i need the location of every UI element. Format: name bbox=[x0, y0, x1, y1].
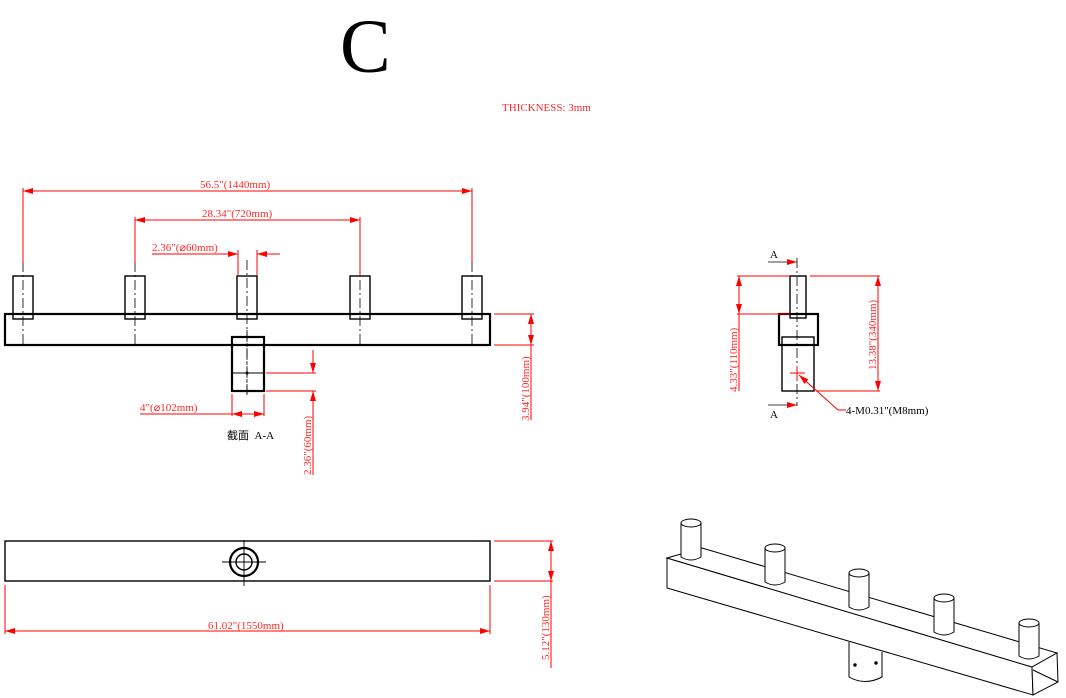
crossbar bbox=[3, 312, 492, 347]
dim-label: 4.33"(110mm) bbox=[728, 327, 740, 392]
dimension-pipe-depth: 2.36"(60mm) bbox=[266, 350, 316, 475]
dim-label: 56.5"(1440mm) bbox=[200, 179, 271, 191]
iso-post bbox=[764, 543, 786, 586]
thickness-note: THICKNESS: 3mm bbox=[502, 102, 591, 114]
dim-label: 13.38"(340mm) bbox=[867, 299, 879, 370]
dimension-56-5: 56.5"(1440mm) bbox=[22, 179, 473, 262]
section-mark: A bbox=[770, 249, 778, 261]
side-view: A A 4.33"(110mm) 13.38"(340mm) 4-M0.31"(… bbox=[728, 249, 929, 421]
dim-label: 2.36"(60mm) bbox=[302, 415, 314, 475]
screw-note: 4-M0.31"(M8mm) bbox=[846, 405, 929, 417]
iso-posts bbox=[680, 518, 1040, 660]
iso-mount-pipe bbox=[848, 642, 883, 682]
bottom-view: 61.02"(1550mm) 5.12"(130mm) bbox=[4, 540, 554, 668]
post bbox=[789, 275, 807, 319]
front-view: 56.5"(1440mm) 28.34"(720mm) 2.36"(⌀60mm)… bbox=[3, 179, 534, 475]
section-arrow-top: A bbox=[768, 249, 797, 265]
section-mark: A bbox=[770, 409, 778, 421]
posts bbox=[12, 260, 483, 395]
iso-post bbox=[933, 593, 955, 636]
dim-label: 61.02"(1550mm) bbox=[208, 620, 284, 632]
iso-post bbox=[1018, 618, 1040, 660]
dimension-length: 61.02"(1550mm) bbox=[4, 585, 491, 634]
drawing-title: C bbox=[340, 5, 391, 89]
dimension-width: 5.12"(130mm) bbox=[494, 540, 554, 668]
isometric-view bbox=[665, 518, 1059, 696]
dim-label: 5.12"(130mm) bbox=[540, 595, 552, 660]
section-arrow-bottom: A bbox=[768, 402, 797, 421]
dimension-28-34: 28.34"(720mm) bbox=[134, 208, 361, 276]
crossbar-bottom bbox=[4, 540, 491, 582]
section-label: 截面 A-A bbox=[227, 428, 274, 442]
iso-post bbox=[680, 518, 702, 561]
dimension-total-height: 13.38"(340mm) bbox=[810, 275, 881, 392]
iso-post bbox=[848, 568, 870, 611]
dimension-bar-height: 3.94"(100mm) bbox=[494, 313, 534, 421]
screw-callout: 4-M0.31"(M8mm) bbox=[798, 374, 929, 417]
dim-label: 4"(⌀102mm) bbox=[140, 402, 198, 414]
mount-pipe bbox=[230, 335, 266, 393]
dim-label: 2.36"(⌀60mm) bbox=[152, 242, 218, 254]
mount-pipe bbox=[781, 336, 815, 392]
crossbar-section bbox=[777, 312, 820, 347]
dimension-post-height: 4.33"(110mm) bbox=[728, 275, 790, 392]
dim-label: 28.34"(720mm) bbox=[202, 208, 273, 220]
dim-label: 3.94"(100mm) bbox=[520, 356, 532, 421]
dimension-pipe-diameter: 4"(⌀102mm) bbox=[140, 394, 265, 417]
dimension-post-diameter: 2.36"(⌀60mm) bbox=[152, 242, 280, 275]
